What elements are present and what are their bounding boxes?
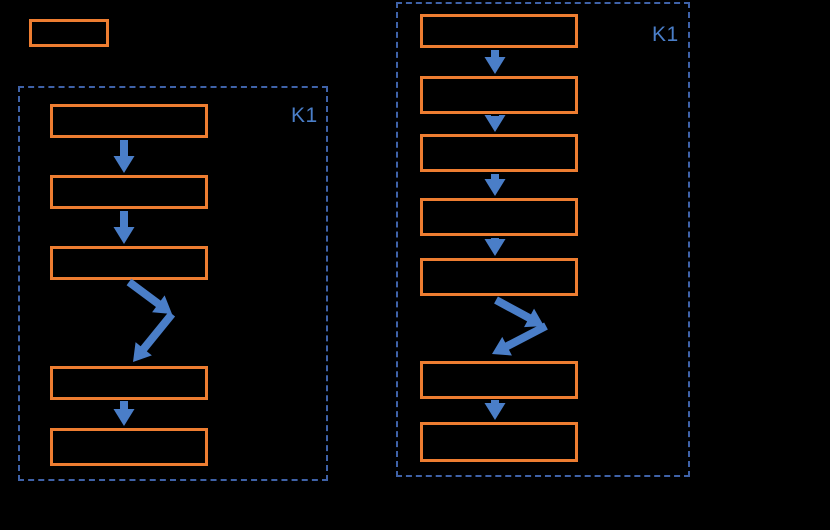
legend-box[interactable] (29, 19, 109, 47)
process-node[interactable] (420, 198, 578, 236)
process-node[interactable] (420, 14, 578, 48)
process-node[interactable] (420, 361, 578, 399)
group-container-right-group[interactable] (396, 2, 690, 477)
process-node[interactable] (420, 422, 578, 462)
group-container-left-group[interactable] (18, 86, 328, 481)
group-label-left-group: K1 (291, 104, 318, 127)
process-node[interactable] (50, 428, 208, 466)
process-node[interactable] (50, 246, 208, 280)
process-node[interactable] (50, 104, 208, 138)
process-node[interactable] (420, 134, 578, 172)
group-label-right-group: K1 (652, 23, 679, 46)
process-node[interactable] (50, 366, 208, 400)
process-node[interactable] (50, 175, 208, 209)
process-node[interactable] (420, 258, 578, 296)
process-node[interactable] (420, 76, 578, 114)
